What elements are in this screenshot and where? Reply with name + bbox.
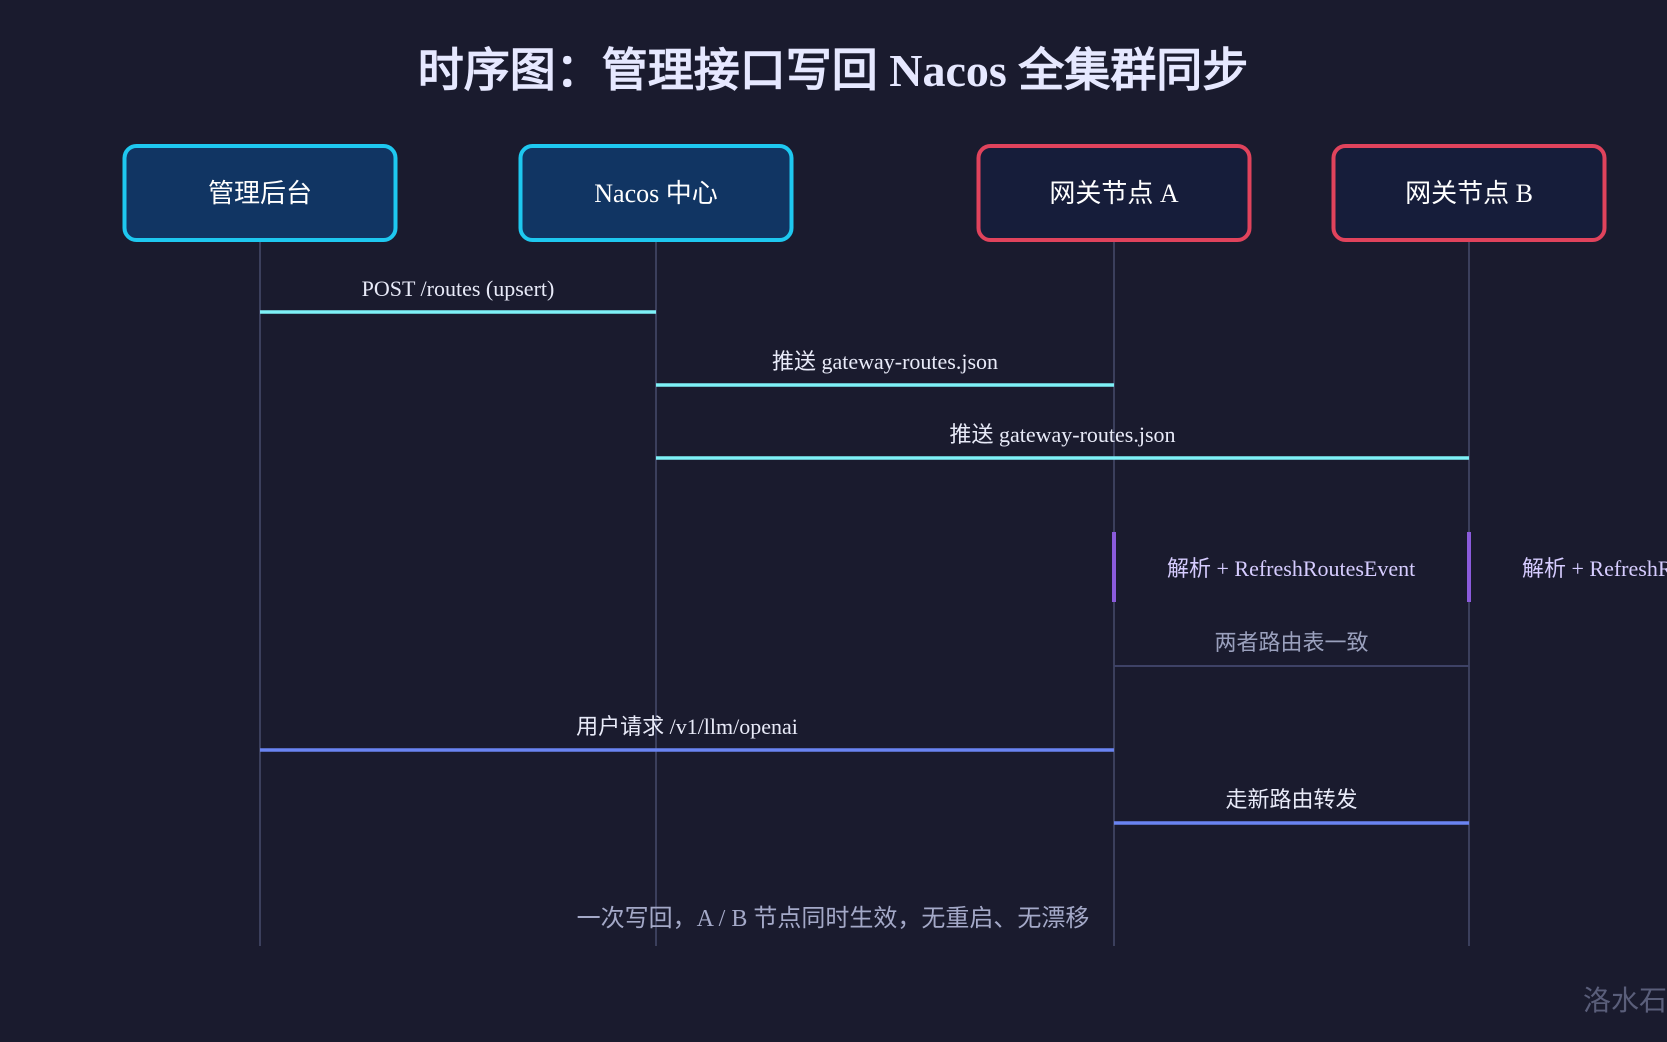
message-label: 推送 gateway-routes.json bbox=[949, 422, 1175, 447]
message-1: POST /routes (upsert) bbox=[260, 276, 656, 314]
participant-4: 网关节点 B bbox=[1331, 144, 1607, 242]
message-5: 用户请求 /v1/llm/openai bbox=[260, 714, 1114, 752]
message-4: 两者路由表一致 bbox=[1114, 630, 1469, 667]
message-label: 两者路由表一致 bbox=[1214, 630, 1368, 655]
message-6: 走新路由转发 bbox=[1114, 787, 1469, 825]
message-label: 推送 gateway-routes.json bbox=[772, 349, 998, 374]
activation-1: 解析 + RefreshRoutesEvent bbox=[1112, 532, 1415, 602]
activation-label: 解析 + RefreshRoutesEvent bbox=[1522, 556, 1667, 581]
participant-1: 管理后台 bbox=[122, 144, 398, 242]
diagram-title: 时序图：管理接口写回 Nacos 全集群同步 bbox=[418, 45, 1249, 96]
participant-box bbox=[1331, 144, 1607, 242]
lifelines bbox=[259, 240, 1470, 946]
message-label: 走新路由转发 bbox=[1225, 787, 1357, 812]
messages: POST /routes (upsert) 推送 gateway-routes.j… bbox=[260, 276, 1469, 825]
participant-box bbox=[122, 144, 398, 242]
message-3: 推送 gateway-routes.json bbox=[656, 422, 1469, 460]
participant-box bbox=[518, 144, 794, 242]
participant-label: 管理后台 bbox=[208, 179, 312, 208]
activation-label: 解析 + RefreshRoutesEvent bbox=[1167, 556, 1415, 581]
participant-2: Nacos 中心 bbox=[518, 144, 794, 242]
participant-label: Nacos 中心 bbox=[594, 179, 717, 208]
participant-box bbox=[976, 144, 1252, 242]
activation-bar bbox=[1467, 532, 1471, 602]
participant-label: 网关节点 A bbox=[1049, 179, 1179, 208]
footnote: 一次写回，A / B 节点同时生效，无重启、无漂移 bbox=[577, 905, 1090, 932]
participants: 管理后台 Nacos 中心 网关节点 A 网关节点 B bbox=[122, 144, 1607, 242]
participant-3: 网关节点 A bbox=[976, 144, 1252, 242]
activations: 解析 + RefreshRoutesEvent 解析 + RefreshRoute… bbox=[1112, 532, 1667, 602]
activation-2: 解析 + RefreshRoutesEvent bbox=[1467, 532, 1667, 602]
participant-label: 网关节点 B bbox=[1405, 179, 1533, 208]
watermark: 洛水石 bbox=[1583, 985, 1667, 1017]
message-2: 推送 gateway-routes.json bbox=[656, 349, 1114, 387]
activation-bar bbox=[1112, 532, 1116, 602]
message-label: POST /routes (upsert) bbox=[362, 276, 555, 301]
message-label: 用户请求 /v1/llm/openai bbox=[576, 714, 798, 739]
